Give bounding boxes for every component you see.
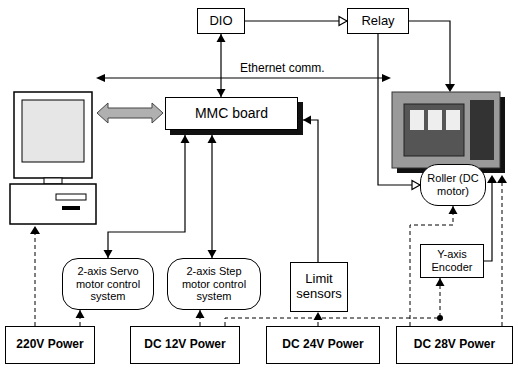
node-text: Y-axis Encoder [424,248,480,273]
connector [104,135,190,258]
ethernet-line [96,74,391,82]
connector [378,34,420,190]
node-text: 2-axis Step motor control system [171,265,257,303]
connector [196,310,205,326]
io-box: DIO [197,8,245,34]
connector [208,135,217,258]
controller-device [392,92,505,173]
node-text: DC 24V Power [270,338,376,352]
node-text: Limit sensors [294,272,344,302]
encoder-box: Y-axis Encoder [420,244,484,278]
power-box: DC 24V Power [266,326,380,364]
node-text: 220V Power [9,338,91,352]
computer-icon [10,92,96,224]
board-box: MMC board [165,97,298,130]
node-text: DC 12V Power [134,338,236,352]
power-box: DC 12V Power [130,326,240,364]
node-text: Relay [351,14,405,29]
node-text: MMC board [169,105,294,121]
relay-box: Relay [347,8,409,34]
line-label: Ethernet comm. [238,61,327,75]
wire [409,21,455,92]
control-box: 2-axis Step motor control system [167,258,261,310]
bus-arrow [97,103,163,123]
sensor-box: Limit sensors [290,262,348,312]
node-text: Roller (DC motor) [424,172,482,197]
control-box: 2-axis Servo motor control system [62,258,154,310]
motor-box: Roller (DC motor) [420,164,486,206]
node-text: DIO [201,14,241,29]
power-box: DC 28V Power [396,326,513,364]
connector [76,310,85,326]
connector [245,17,347,26]
power-box: 220V Power [5,326,95,364]
power-wire [497,175,507,326]
connector [314,312,323,326]
node-text: 2-axis Servo motor control system [66,265,150,303]
node-text: DC 28V Power [400,338,509,352]
power-wire [30,226,40,326]
connector [303,116,318,263]
connector [217,34,226,97]
